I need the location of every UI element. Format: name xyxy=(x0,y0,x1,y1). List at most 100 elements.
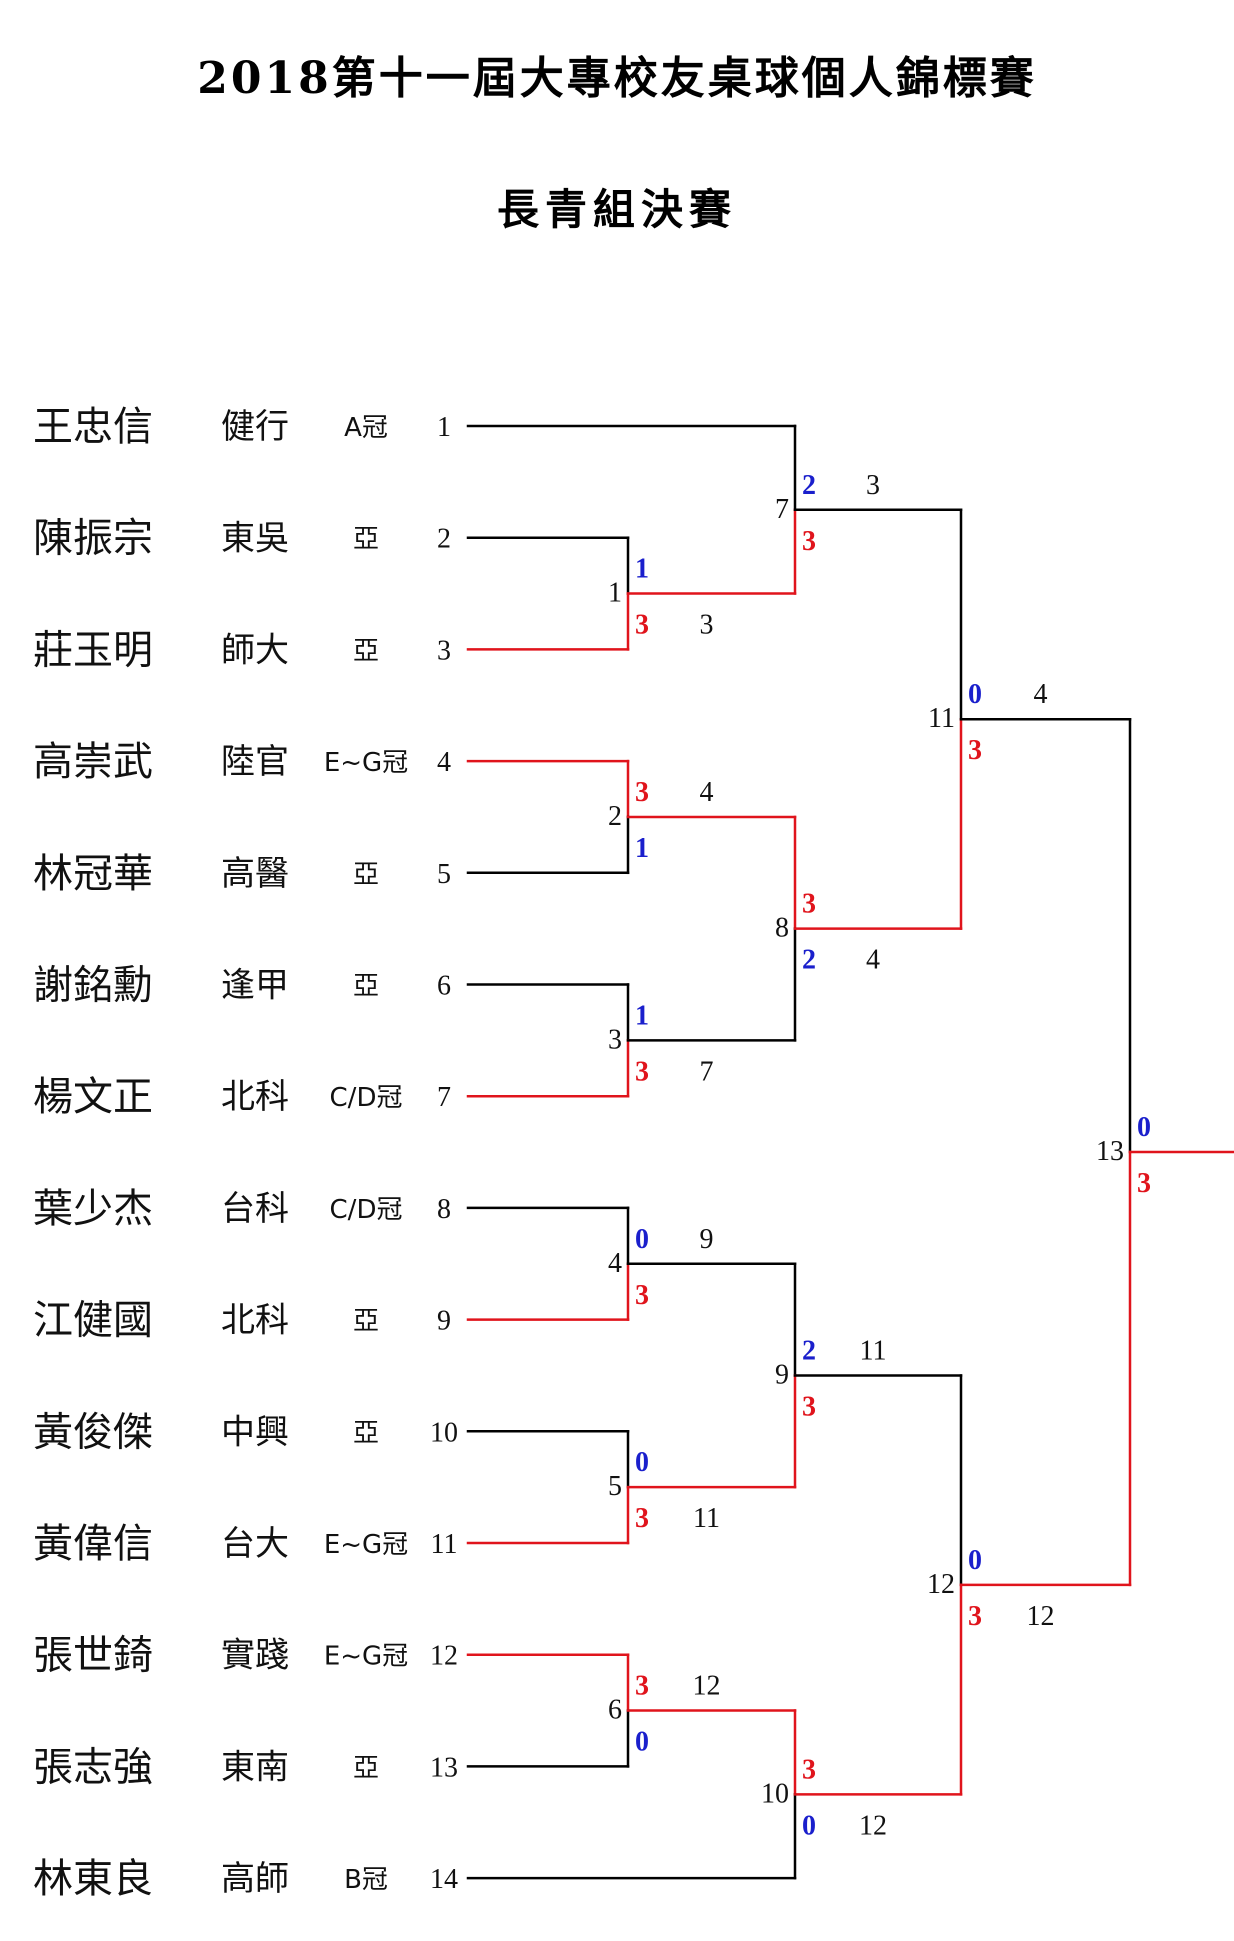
player-school: 東吳 xyxy=(221,519,289,559)
winner-seed-label: 11 xyxy=(693,1503,720,1534)
player-rank: 亞 xyxy=(353,1307,379,1337)
match-number: 7 xyxy=(775,494,789,525)
match-score-bottom: 3 xyxy=(802,1391,816,1422)
match-score-top: 0 xyxy=(635,1224,649,1255)
player-rank: E~G冠 xyxy=(324,748,408,778)
match-score-bottom: 3 xyxy=(968,735,982,766)
player-school: 實踐 xyxy=(221,1636,289,1676)
player-seed: 5 xyxy=(437,859,451,890)
player-school: 台大 xyxy=(221,1524,289,1564)
match-score-top: 2 xyxy=(802,1335,816,1366)
match-number: 13 xyxy=(1096,1136,1124,1167)
player-school: 高師 xyxy=(221,1859,289,1899)
winner-seed-label: 7 xyxy=(700,1056,714,1087)
match-score-bottom: 0 xyxy=(635,1727,649,1758)
player-rank: B冠 xyxy=(344,1865,388,1895)
match-score-top: 0 xyxy=(968,1545,982,1576)
match-score-bottom: 3 xyxy=(802,526,816,557)
winner-seed-label: 4 xyxy=(700,777,714,808)
player-name: 張世錡 xyxy=(33,1633,153,1679)
player-name: 江健國 xyxy=(33,1298,153,1344)
player-rank: E~G冠 xyxy=(324,1530,408,1560)
match-score-top: 0 xyxy=(1137,1112,1151,1143)
winner-seed-label: 12 xyxy=(693,1671,721,1702)
player-school: 逢甲 xyxy=(221,966,289,1006)
match-score-bottom: 0 xyxy=(802,1810,816,1841)
winner-seed-label: 11 xyxy=(860,1335,887,1366)
player-name: 謝銘勳 xyxy=(33,963,153,1009)
match-number: 10 xyxy=(761,1778,789,1809)
player-rank: C/D冠 xyxy=(330,1195,403,1225)
match-score-top: 0 xyxy=(635,1447,649,1478)
player-seed: 14 xyxy=(430,1864,458,1895)
match-number: 2 xyxy=(608,801,622,832)
player-name: 張志強 xyxy=(33,1744,153,1790)
player-rank: 亞 xyxy=(353,860,379,890)
player-name: 葉少杰 xyxy=(33,1186,153,1232)
player-rank: 亞 xyxy=(353,636,379,666)
match-number: 6 xyxy=(608,1695,622,1726)
match-score-top: 3 xyxy=(802,889,816,920)
player-school: 東南 xyxy=(221,1747,289,1787)
player-seed: 2 xyxy=(437,524,451,555)
match-score-top: 1 xyxy=(635,1000,649,1031)
player-seed: 11 xyxy=(431,1529,458,1560)
player-school: 師大 xyxy=(221,630,289,670)
player-seed: 1 xyxy=(437,412,451,443)
match-number: 3 xyxy=(608,1024,622,1055)
player-name: 陳振宗 xyxy=(33,516,153,562)
player-name: 楊文正 xyxy=(33,1074,153,1120)
player-rank: A冠 xyxy=(344,413,388,443)
player-seed: 7 xyxy=(437,1082,451,1113)
winner-seed-label: 12 xyxy=(1027,1601,1055,1632)
match-score-bottom: 3 xyxy=(635,1056,649,1087)
match-score-bottom: 3 xyxy=(1137,1168,1151,1199)
match-number: 9 xyxy=(775,1359,789,1390)
player-rank: 亞 xyxy=(353,972,379,1002)
player-school: 中興 xyxy=(221,1412,289,1452)
match-number: 1 xyxy=(608,578,622,609)
player-school: 陸官 xyxy=(221,742,289,782)
player-seed: 9 xyxy=(437,1306,451,1337)
player-name: 黃偉信 xyxy=(33,1521,153,1567)
winner-seed-label: 12 xyxy=(859,1810,887,1841)
match-number: 12 xyxy=(927,1569,955,1600)
player-name: 黃俊傑 xyxy=(33,1409,153,1455)
player-school: 北科 xyxy=(221,1077,289,1117)
player-seed: 4 xyxy=(437,747,451,778)
winner-seed-label: 4 xyxy=(866,945,880,976)
player-seed: 8 xyxy=(437,1194,451,1225)
match-score-top: 3 xyxy=(635,777,649,808)
match-score-top: 3 xyxy=(802,1754,816,1785)
player-name: 林東良 xyxy=(33,1856,153,1902)
match-score-top: 0 xyxy=(968,679,982,710)
player-school: 北科 xyxy=(221,1301,289,1341)
match-score-bottom: 3 xyxy=(968,1601,982,1632)
player-seed: 6 xyxy=(437,971,451,1002)
page-subtitle: 長青組決賽 xyxy=(496,185,737,234)
player-rank: 亞 xyxy=(353,525,379,555)
match-score-bottom: 3 xyxy=(635,1280,649,1311)
match-score-top: 1 xyxy=(635,554,649,585)
match-number: 8 xyxy=(775,913,789,944)
winner-seed-label: 4 xyxy=(1034,679,1048,710)
match-number: 4 xyxy=(608,1248,622,1279)
winner-seed-label: 9 xyxy=(700,1224,714,1255)
player-name: 林冠華 xyxy=(33,851,153,897)
player-seed: 3 xyxy=(437,635,451,666)
player-school: 高醫 xyxy=(221,854,289,894)
player-school: 健行 xyxy=(221,407,289,447)
match-score-bottom: 2 xyxy=(802,945,816,976)
player-seed: 10 xyxy=(430,1417,458,1448)
match-number: 11 xyxy=(928,703,955,734)
player-school: 台科 xyxy=(221,1189,289,1229)
match-score-bottom: 1 xyxy=(635,833,649,864)
player-rank: E~G冠 xyxy=(324,1642,408,1672)
player-rank: C/D冠 xyxy=(330,1083,403,1113)
winner-seed-label: 3 xyxy=(866,470,880,501)
match-score-bottom: 3 xyxy=(635,1503,649,1534)
match-number: 5 xyxy=(608,1471,622,1502)
match-score-top: 2 xyxy=(802,470,816,501)
match-score-top: 3 xyxy=(635,1671,649,1702)
